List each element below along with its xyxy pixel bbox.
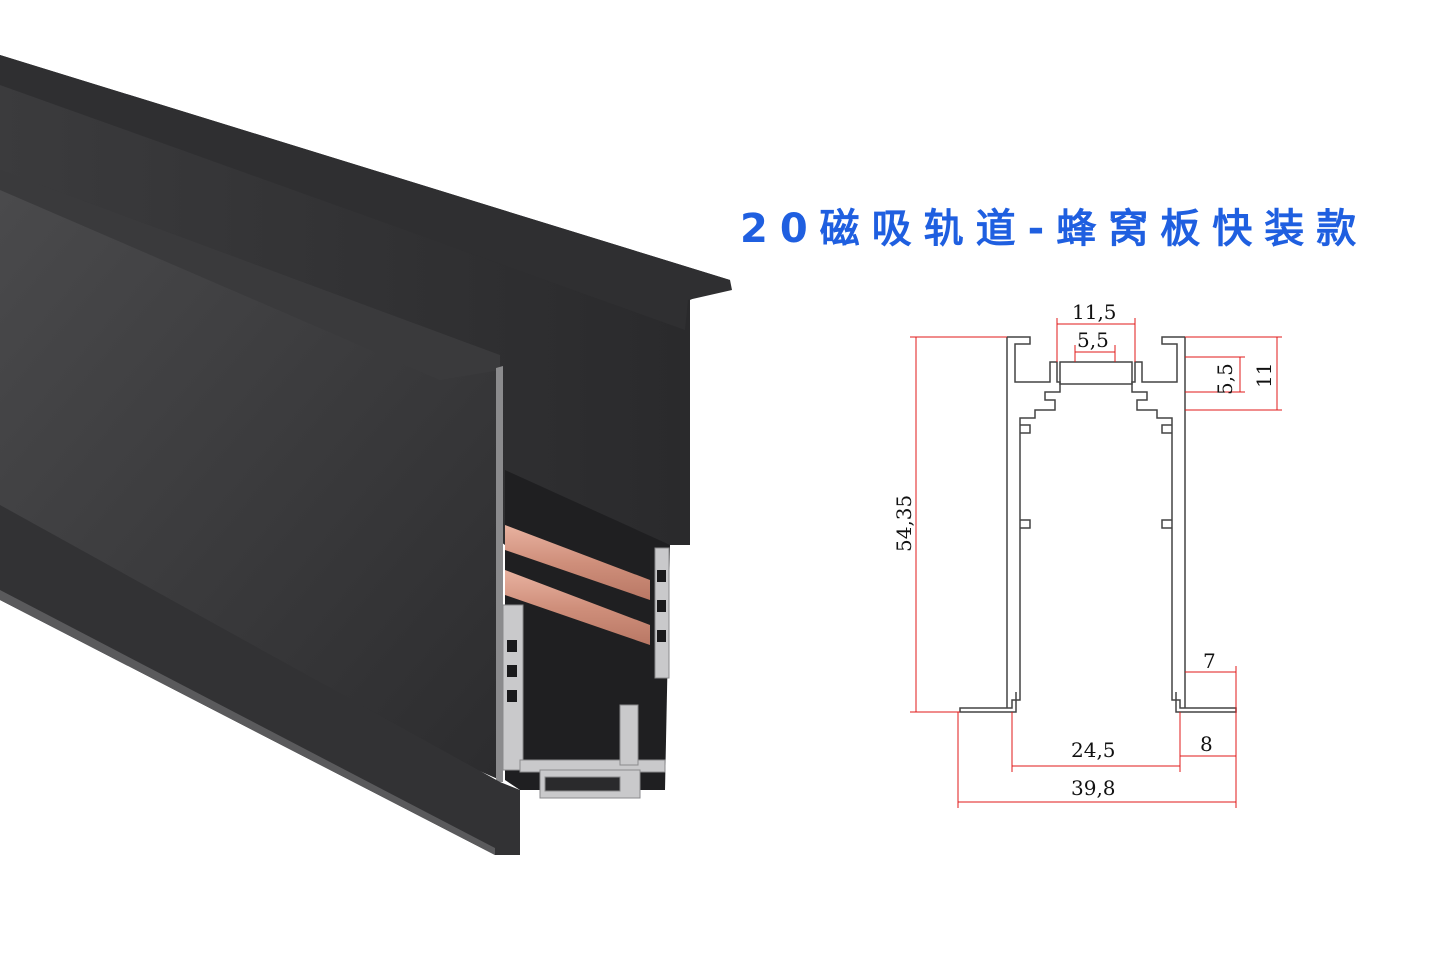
dim-total-width: 39,8	[1071, 776, 1116, 800]
profile-outline	[959, 336, 1061, 713]
rail-back-lip	[0, 55, 732, 330]
rail-3d-render	[0, 55, 732, 855]
dim-inner-width: 24,5	[1071, 738, 1116, 762]
rail-back-wall	[0, 55, 730, 545]
rail-bottom-edge	[0, 590, 495, 855]
copper-strip-upper	[505, 525, 650, 600]
dim-top-opening: 11,5	[1072, 300, 1117, 324]
profile-outline-right	[1131, 336, 1237, 713]
rail-front-highlight	[496, 366, 503, 782]
dim-flange-width: 8	[1200, 732, 1213, 756]
dim-flange: 7	[1203, 649, 1216, 673]
product-title: 20磁吸轨道-蜂窝板快装款	[740, 206, 1369, 252]
dim-total-height: 54,35	[892, 495, 916, 552]
inner-slot-shape	[1059, 361, 1133, 385]
rail-top-edge	[0, 170, 500, 383]
rail-bottom-flange	[0, 505, 520, 855]
dim-inner-slot: 5,5	[1077, 328, 1109, 352]
right-notch-top	[1161, 424, 1172, 434]
left-notch-top	[1020, 424, 1031, 434]
dimension-labels: 11,5 5,5 5,5 11 54,35 7 24,5 8 39,8	[892, 300, 1276, 800]
dim-right-slot: 5,5	[1213, 363, 1237, 395]
cross-section-drawing	[959, 336, 1237, 713]
rail-front-panel	[0, 190, 500, 780]
left-notch	[1020, 519, 1031, 529]
right-notch	[1161, 519, 1172, 529]
rail-end-slots	[507, 570, 666, 702]
dim-right-height: 11	[1252, 363, 1276, 388]
dimension-lines	[910, 318, 1282, 808]
copper-strip-lower	[505, 570, 650, 645]
